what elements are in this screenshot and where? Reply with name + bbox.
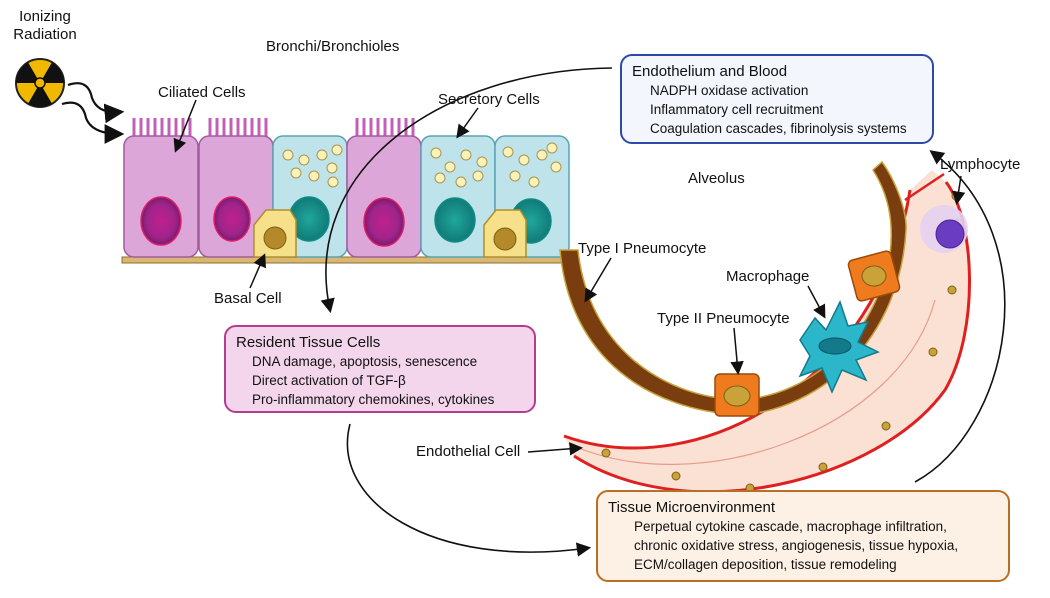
cycle-arrow-resident-to-microenvironment (346, 423, 592, 557)
resident-box-title: Resident Tissue Cells (236, 334, 381, 351)
radiation-label-line: Ionizing (19, 8, 71, 25)
tissue-microenvironment-box: Tissue Microenvironment Perpetual cytoki… (596, 490, 1010, 582)
vessel-lining (573, 299, 936, 465)
radiation-wave-arrow (67, 82, 125, 124)
microenvironment-box-title: Tissue Microenvironment (608, 499, 775, 516)
resident-box-line: Direct activation of TGF-β (252, 373, 406, 388)
type-ii-pneumocyte-label: Type II Pneumocyte (657, 310, 790, 327)
endothelium-blood-box: Endothelium and Blood NADPH oxidase acti… (620, 54, 934, 144)
endothelium-box-line: NADPH oxidase activation (650, 83, 809, 98)
basement-membrane (121, 256, 571, 264)
resident-tissue-cells-box: Resident Tissue Cells DNA damage, apopto… (224, 325, 536, 413)
radiation-label-line: Radiation (13, 26, 77, 43)
endothelium-box-line: Coagulation cascades, fibrinolysis syste… (650, 121, 907, 136)
alveolus-label: Alveolus (688, 170, 745, 187)
macrophage (798, 300, 880, 394)
basal-cell (483, 209, 527, 258)
type-ii-pneumocyte (847, 250, 901, 302)
basal-cell (253, 209, 297, 258)
type-i-pointer (584, 257, 612, 303)
basal-cell-label: Basal Cell (214, 290, 282, 307)
lymphocyte-pointer (951, 175, 966, 205)
bronchi-label: Bronchi/Bronchioles (266, 38, 400, 55)
lymphocyte (920, 205, 968, 253)
ciliated-cell (346, 118, 422, 258)
endothelial-cell-label: Endothelial Cell (416, 443, 521, 460)
macrophage-pointer (807, 285, 826, 319)
microenvironment-box-line: chronic oxidative stress, angiogenesis, … (634, 538, 959, 553)
secretory-cell (420, 135, 496, 258)
radiation-label: Ionizing Radiation (10, 8, 80, 44)
resident-box-line: DNA damage, apoptosis, senescence (252, 354, 478, 369)
blood-vessel (564, 170, 970, 492)
secretory-cells-label: Secretory Cells (438, 91, 540, 108)
microenvironment-box-line: Perpetual cytokine cascade, macrophage i… (634, 519, 947, 534)
macrophage-label: Macrophage (726, 268, 810, 285)
cycle-arrow-endothelium-to-resident (320, 67, 613, 314)
endothelial-pointer (527, 442, 583, 456)
ciliated-pointer (173, 99, 197, 153)
type-i-pneumocyte-label: Type I Pneumocyte (578, 240, 707, 257)
microenvironment-box-line: ECM/collagen deposition, tissue remodeli… (634, 557, 897, 572)
radiation-icon (15, 58, 65, 108)
lymphocyte-label: Lymphocyte (940, 156, 1021, 173)
secretory-pointer (456, 107, 479, 139)
endothelium-box-title: Endothelium and Blood (632, 63, 788, 80)
alveolar-wall (559, 160, 907, 416)
radiation-wave-arrow (61, 101, 125, 144)
ciliated-cell (123, 118, 199, 258)
cycle-arrow-microenvironment-to-endothelium (914, 150, 1006, 483)
type-ii-pointer (730, 327, 744, 375)
vessel-end (904, 172, 945, 202)
basal-pointer (249, 253, 266, 289)
resident-box-line: Pro-inflammatory chemokines, cytokines (252, 392, 495, 407)
type-ii-pneumocyte (714, 373, 760, 417)
endothelium-box-line: Inflammatory cell recruitment (650, 102, 824, 117)
ciliated-cells-label: Ciliated Cells (158, 84, 246, 101)
